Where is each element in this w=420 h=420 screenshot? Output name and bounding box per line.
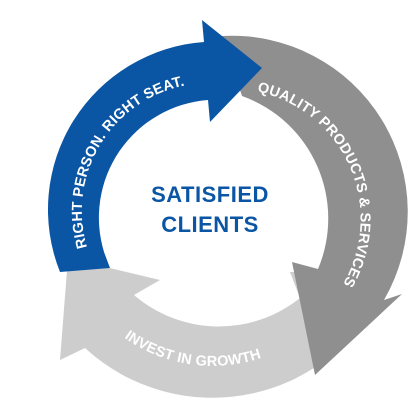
segment-quality-products-services xyxy=(222,35,408,376)
center-title-line1: SATISFIED xyxy=(151,182,269,207)
center-title: SATISFIED CLIENTS xyxy=(110,180,310,240)
center-title-line2: CLIENTS xyxy=(161,212,259,237)
segment-right-person-right-seat xyxy=(47,20,263,272)
